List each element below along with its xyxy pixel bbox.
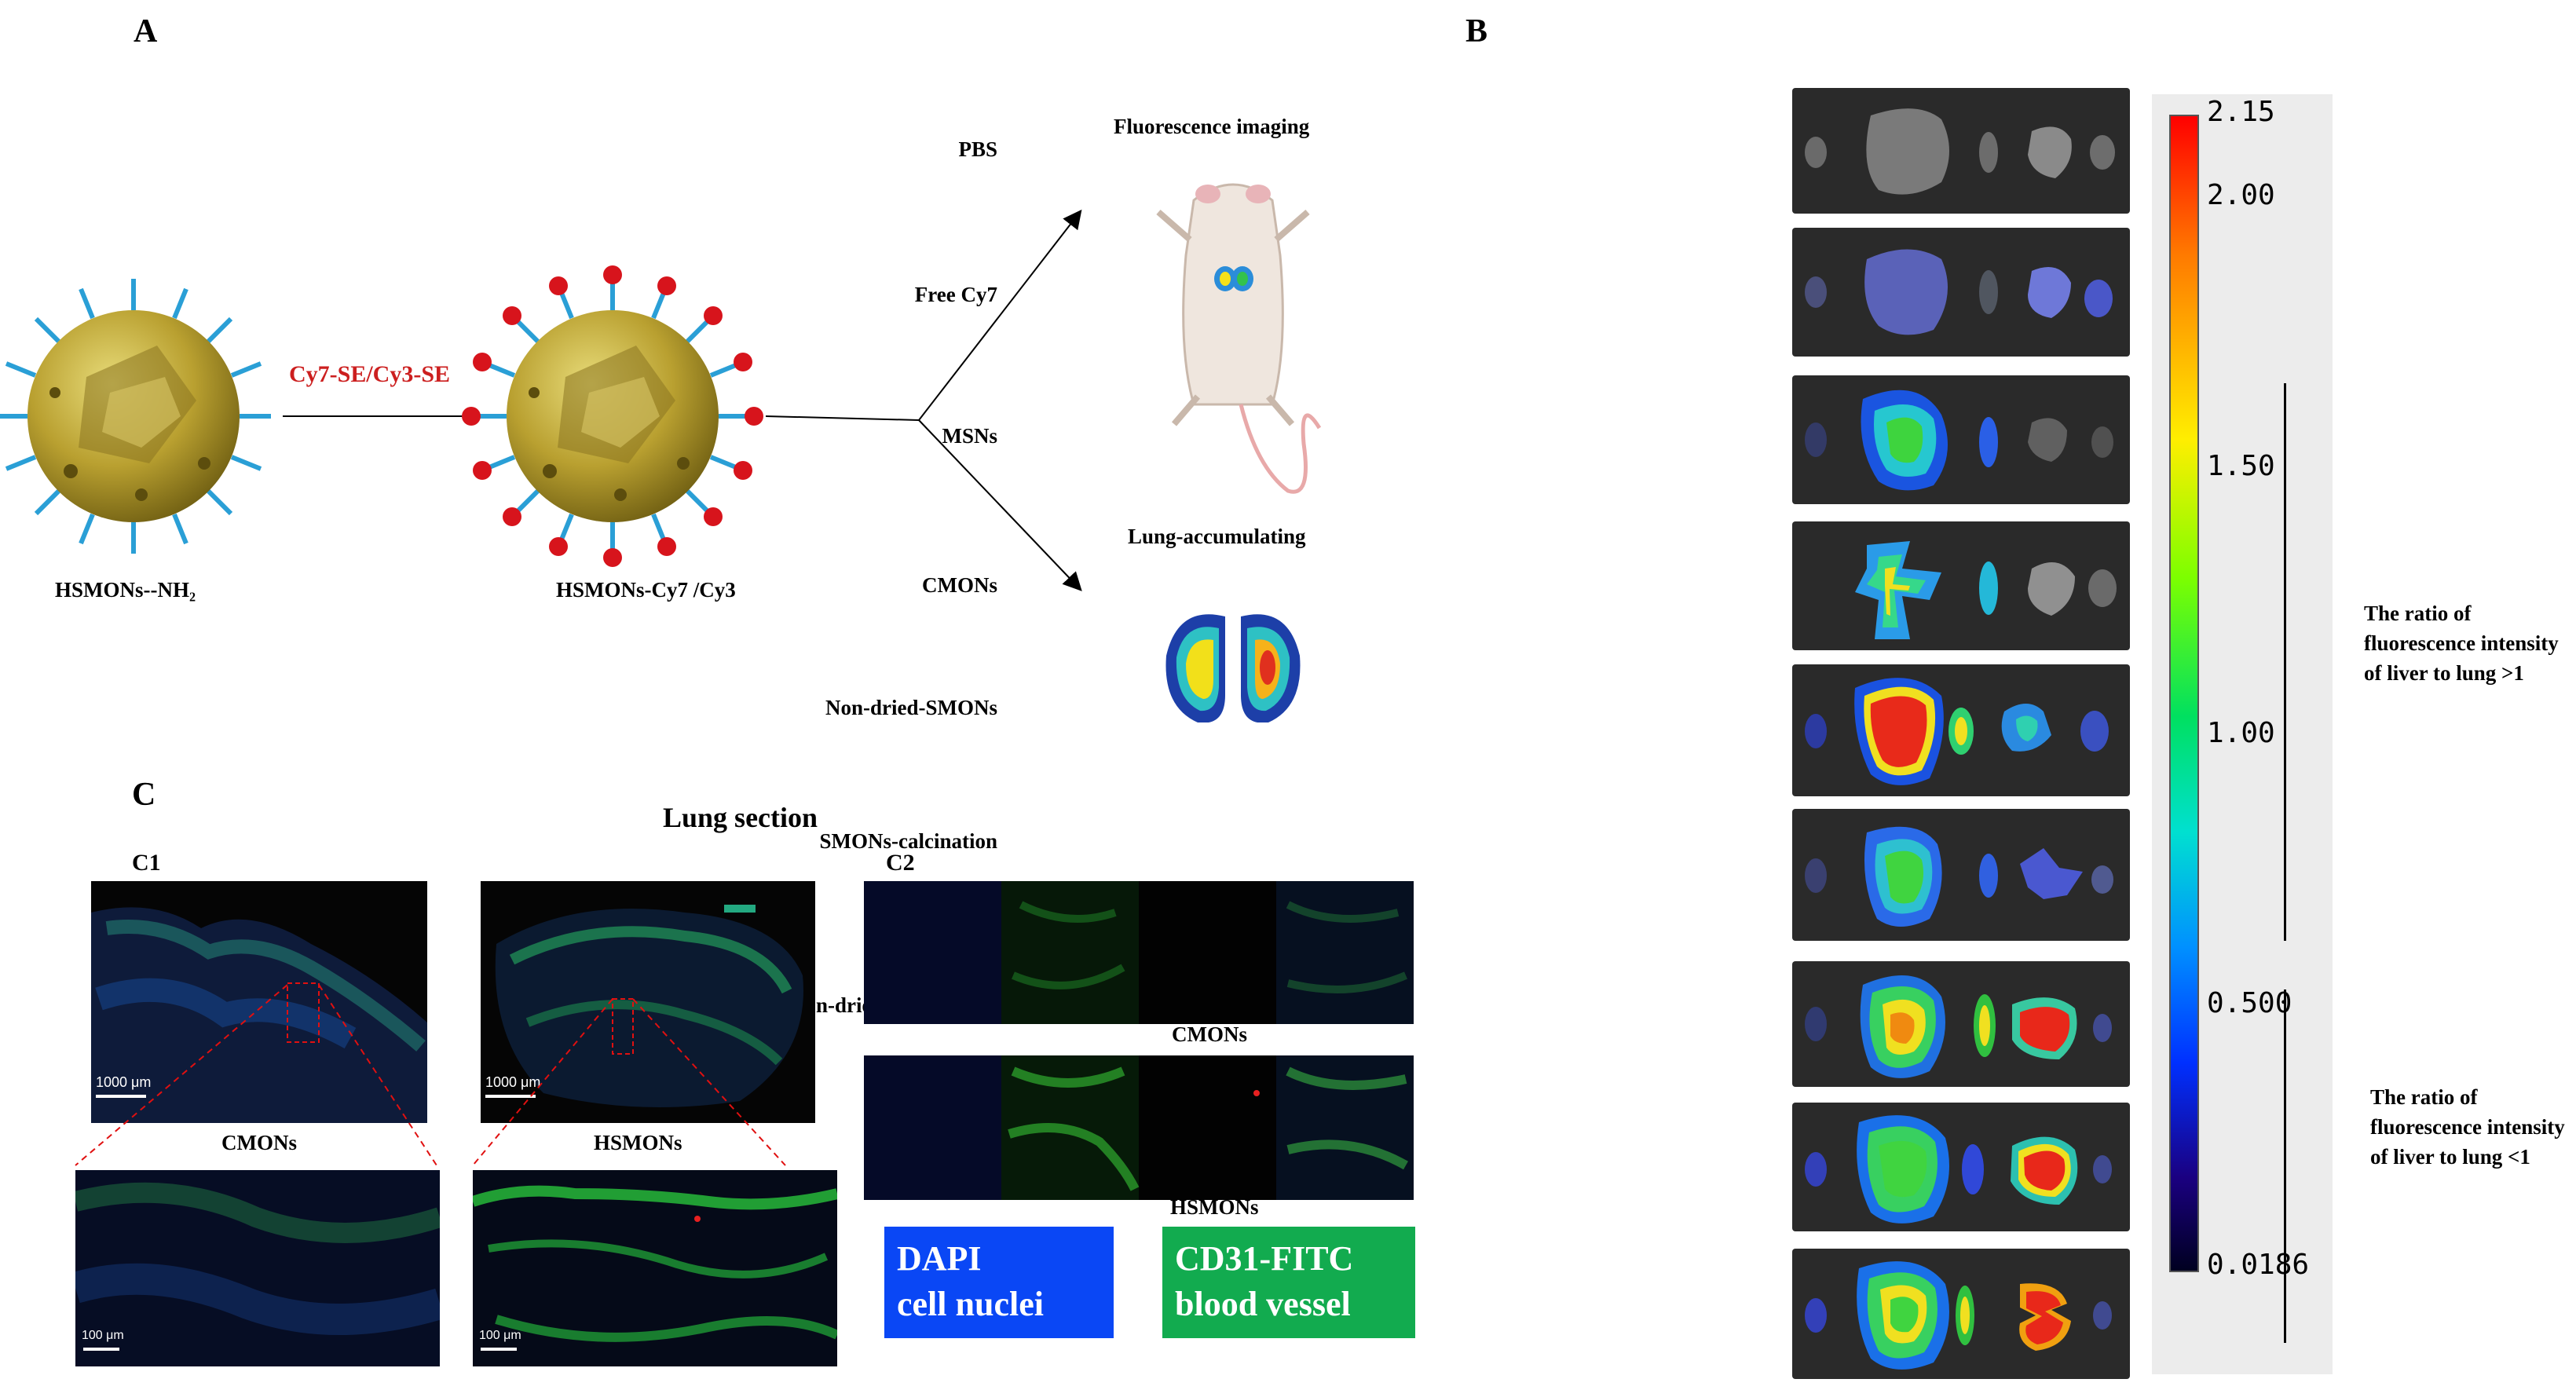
synthesis-scheme [0, 183, 1322, 722]
particle-dye-label: HSMONs-Cy7 /Cy3 [556, 578, 736, 602]
micrograph-cmons-overview: 1000 μm [91, 881, 427, 1123]
panel-label-c1: C1 [132, 850, 161, 876]
c2-channels-hsmons [864, 1055, 1414, 1200]
c1-label-hsmons: HSMONs [594, 1131, 682, 1154]
c2-label-cmons: CMONs [1172, 1022, 1247, 1046]
particle-dye [462, 265, 763, 567]
lung-accumulating-label: Lung-accumulating [1128, 525, 1306, 548]
colorbar-tick-5: 0.500 [2207, 987, 2292, 1019]
panel-label-c: C [132, 777, 156, 813]
particle-amine [0, 279, 271, 554]
organ-strip-smons-calcination [1792, 809, 2130, 941]
organ-strip-non-dried-smons-sh [1792, 961, 2130, 1087]
group-label-cmons: CMONs [922, 573, 997, 597]
group-label-non-dried-smons: Non-dried-SMONs [825, 696, 997, 719]
legend-cd31-line1: CD31-FITC [1175, 1239, 1354, 1278]
note-ratio-high: The ratio of fluorescence intensity of l… [2364, 602, 2559, 685]
note-ratio-low: The ratio of fluorescence intensity of l… [2370, 1085, 2565, 1169]
bracket-high-ratio [2284, 383, 2286, 941]
particle-amine-label: HSMONs--NH₂ [55, 578, 196, 602]
legend-cd31: CD31-FITC blood vessel [1162, 1227, 1415, 1338]
colorbar [2169, 115, 2199, 1272]
c2-channels-cmons [864, 881, 1414, 1024]
legend-dapi: DAPI cell nuclei [884, 1227, 1114, 1338]
organ-strip-free-cy7 [1792, 228, 2130, 357]
fluorescence-imaging-label: Fluorescence imaging [1114, 115, 1310, 138]
panel-label-a: A [134, 13, 158, 49]
c1-label-cmons: CMONs [221, 1131, 297, 1154]
group-label-pbs: PBS [958, 137, 997, 161]
colorbar-tick-4: 1.00 [2207, 717, 2275, 749]
micrograph-hsmons-zoom: 100 μm [473, 1170, 837, 1366]
colorbar-tick-1: 2.15 [2207, 96, 2275, 128]
lung-heatmap-icon [1165, 614, 1301, 722]
c2-label-hsmons: HSMONs [1170, 1195, 1259, 1219]
colorbar-tick-2: 2.00 [2207, 179, 2275, 211]
legend-dapi-line1: DAPI [897, 1239, 982, 1278]
panel-label-c2: C2 [886, 850, 915, 876]
scale-bar-label: 100 μm [82, 1329, 124, 1342]
organ-strip-cmons [1792, 521, 2130, 650]
organ-strip-pbs [1792, 88, 2130, 214]
scale-bar-label: 1000 μm [96, 1074, 152, 1090]
colorbar-tick-6: 0.0186 [2207, 1249, 2310, 1281]
legend-dapi-line2: cell nuclei [897, 1285, 1044, 1323]
organ-strip-non-dried-smons [1792, 664, 2130, 796]
reaction-label: Cy7-SE/Cy3-SE [289, 361, 451, 387]
organ-strip-msns [1792, 375, 2130, 504]
colorbar-tick-3: 1.50 [2207, 450, 2275, 482]
group-label-msns: MSNs [942, 424, 997, 448]
organ-strip-hsmons [1792, 1249, 2130, 1379]
mouse-icon [1156, 183, 1322, 494]
bracket-low-ratio [2284, 989, 2286, 1343]
scale-bar-label: 1000 μm [485, 1074, 541, 1090]
scale-bar-label: 100 μm [479, 1329, 521, 1342]
legend-cd31-line2: blood vessel [1175, 1285, 1351, 1323]
lung-section-title: Lung section [663, 802, 818, 833]
organ-strip-dried-smons [1792, 1103, 2130, 1231]
group-label-smons-calcination: SMONs-calcination [819, 829, 998, 853]
group-label-free-cy7: Free Cy7 [914, 283, 997, 306]
micrograph-hsmons-overview: 1000 μm [481, 881, 815, 1123]
micrograph-cmons-zoom: 100 μm [75, 1170, 440, 1366]
panel-label-b: B [1465, 13, 1488, 49]
